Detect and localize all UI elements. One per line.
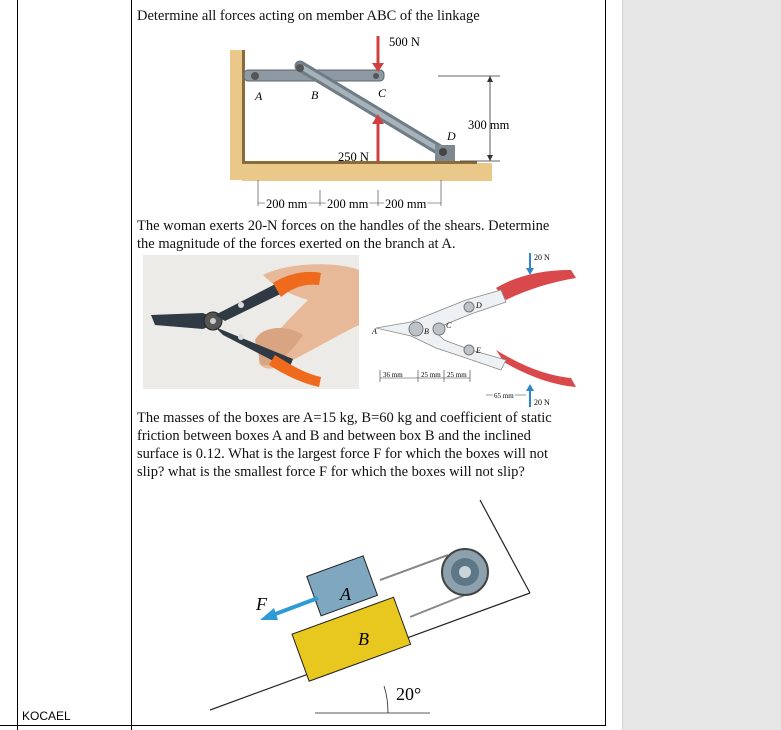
right-gutter — [622, 0, 781, 730]
shears-point-d: D — [475, 301, 482, 310]
shears-dim-65: 65 mm — [494, 392, 514, 400]
shears-force-top-label: 20 N — [534, 253, 550, 262]
force-f-label: F — [255, 594, 268, 614]
left-column-label: KOCAEL — [22, 709, 71, 723]
problem-1-text: Determine all forces acting on member AB… — [137, 8, 480, 24]
problem-3-line-2: friction between boxes A and B and betwe… — [137, 428, 531, 444]
problem-3-line-4: slip? what is the smallest force F for w… — [137, 464, 525, 480]
problem-3-line-3: surface is 0.12. What is the largest for… — [137, 446, 549, 462]
table-bottom-border — [0, 725, 606, 726]
shears-point-e: E — [475, 346, 481, 355]
shears-force-bottom-label: 20 N — [534, 398, 550, 407]
shears-point-b: B — [424, 327, 429, 336]
point-b-label: B — [311, 88, 319, 102]
problem-2-text-line-1: The woman exerts 20-N forces on the hand… — [137, 218, 550, 234]
boxes-figure: 20° A B F — [210, 499, 531, 714]
box-a-label: A — [339, 584, 352, 604]
point-c-label: C — [378, 86, 387, 100]
shears-dim-3: 25 mm — [447, 371, 467, 379]
point-d-label: D — [446, 129, 456, 143]
table-border-left — [17, 0, 18, 730]
table-border-mid — [131, 0, 132, 730]
spacing-3-label: 200 mm — [385, 197, 427, 211]
height-dim-label: 300 mm — [468, 118, 510, 132]
shears-photo — [143, 255, 359, 389]
spacing-2-label: 200 mm — [327, 197, 369, 211]
table-border-right — [605, 0, 606, 726]
force-500-label: 500 N — [389, 35, 420, 49]
problem-2-text-line-2: the magnitude of the forces exerted on t… — [137, 236, 456, 252]
shears-dim-1: 36 mm — [383, 371, 403, 379]
shears-diagram: 20 N A B C D E 36 mm 25 mm 25 mm 65 mm 2… — [371, 253, 576, 407]
force-250-label: 250 N — [338, 150, 369, 164]
shears-point-a: A — [371, 327, 377, 336]
problem-3-line-1: The masses of the boxes are A=15 kg, B=6… — [137, 410, 552, 426]
spacing-1-label: 200 mm — [266, 197, 308, 211]
linkage-figure: 500 N 250 N A B C D 300 mm 200 mm 200 mm… — [230, 35, 510, 213]
box-b-label: B — [358, 629, 369, 649]
document-page: KOCAEL Determine all forces acting on me… — [0, 0, 606, 730]
point-a-label: A — [254, 89, 263, 103]
shears-point-c: C — [446, 321, 452, 330]
angle-label: 20° — [396, 684, 421, 704]
shears-dim-2: 25 mm — [421, 371, 441, 379]
